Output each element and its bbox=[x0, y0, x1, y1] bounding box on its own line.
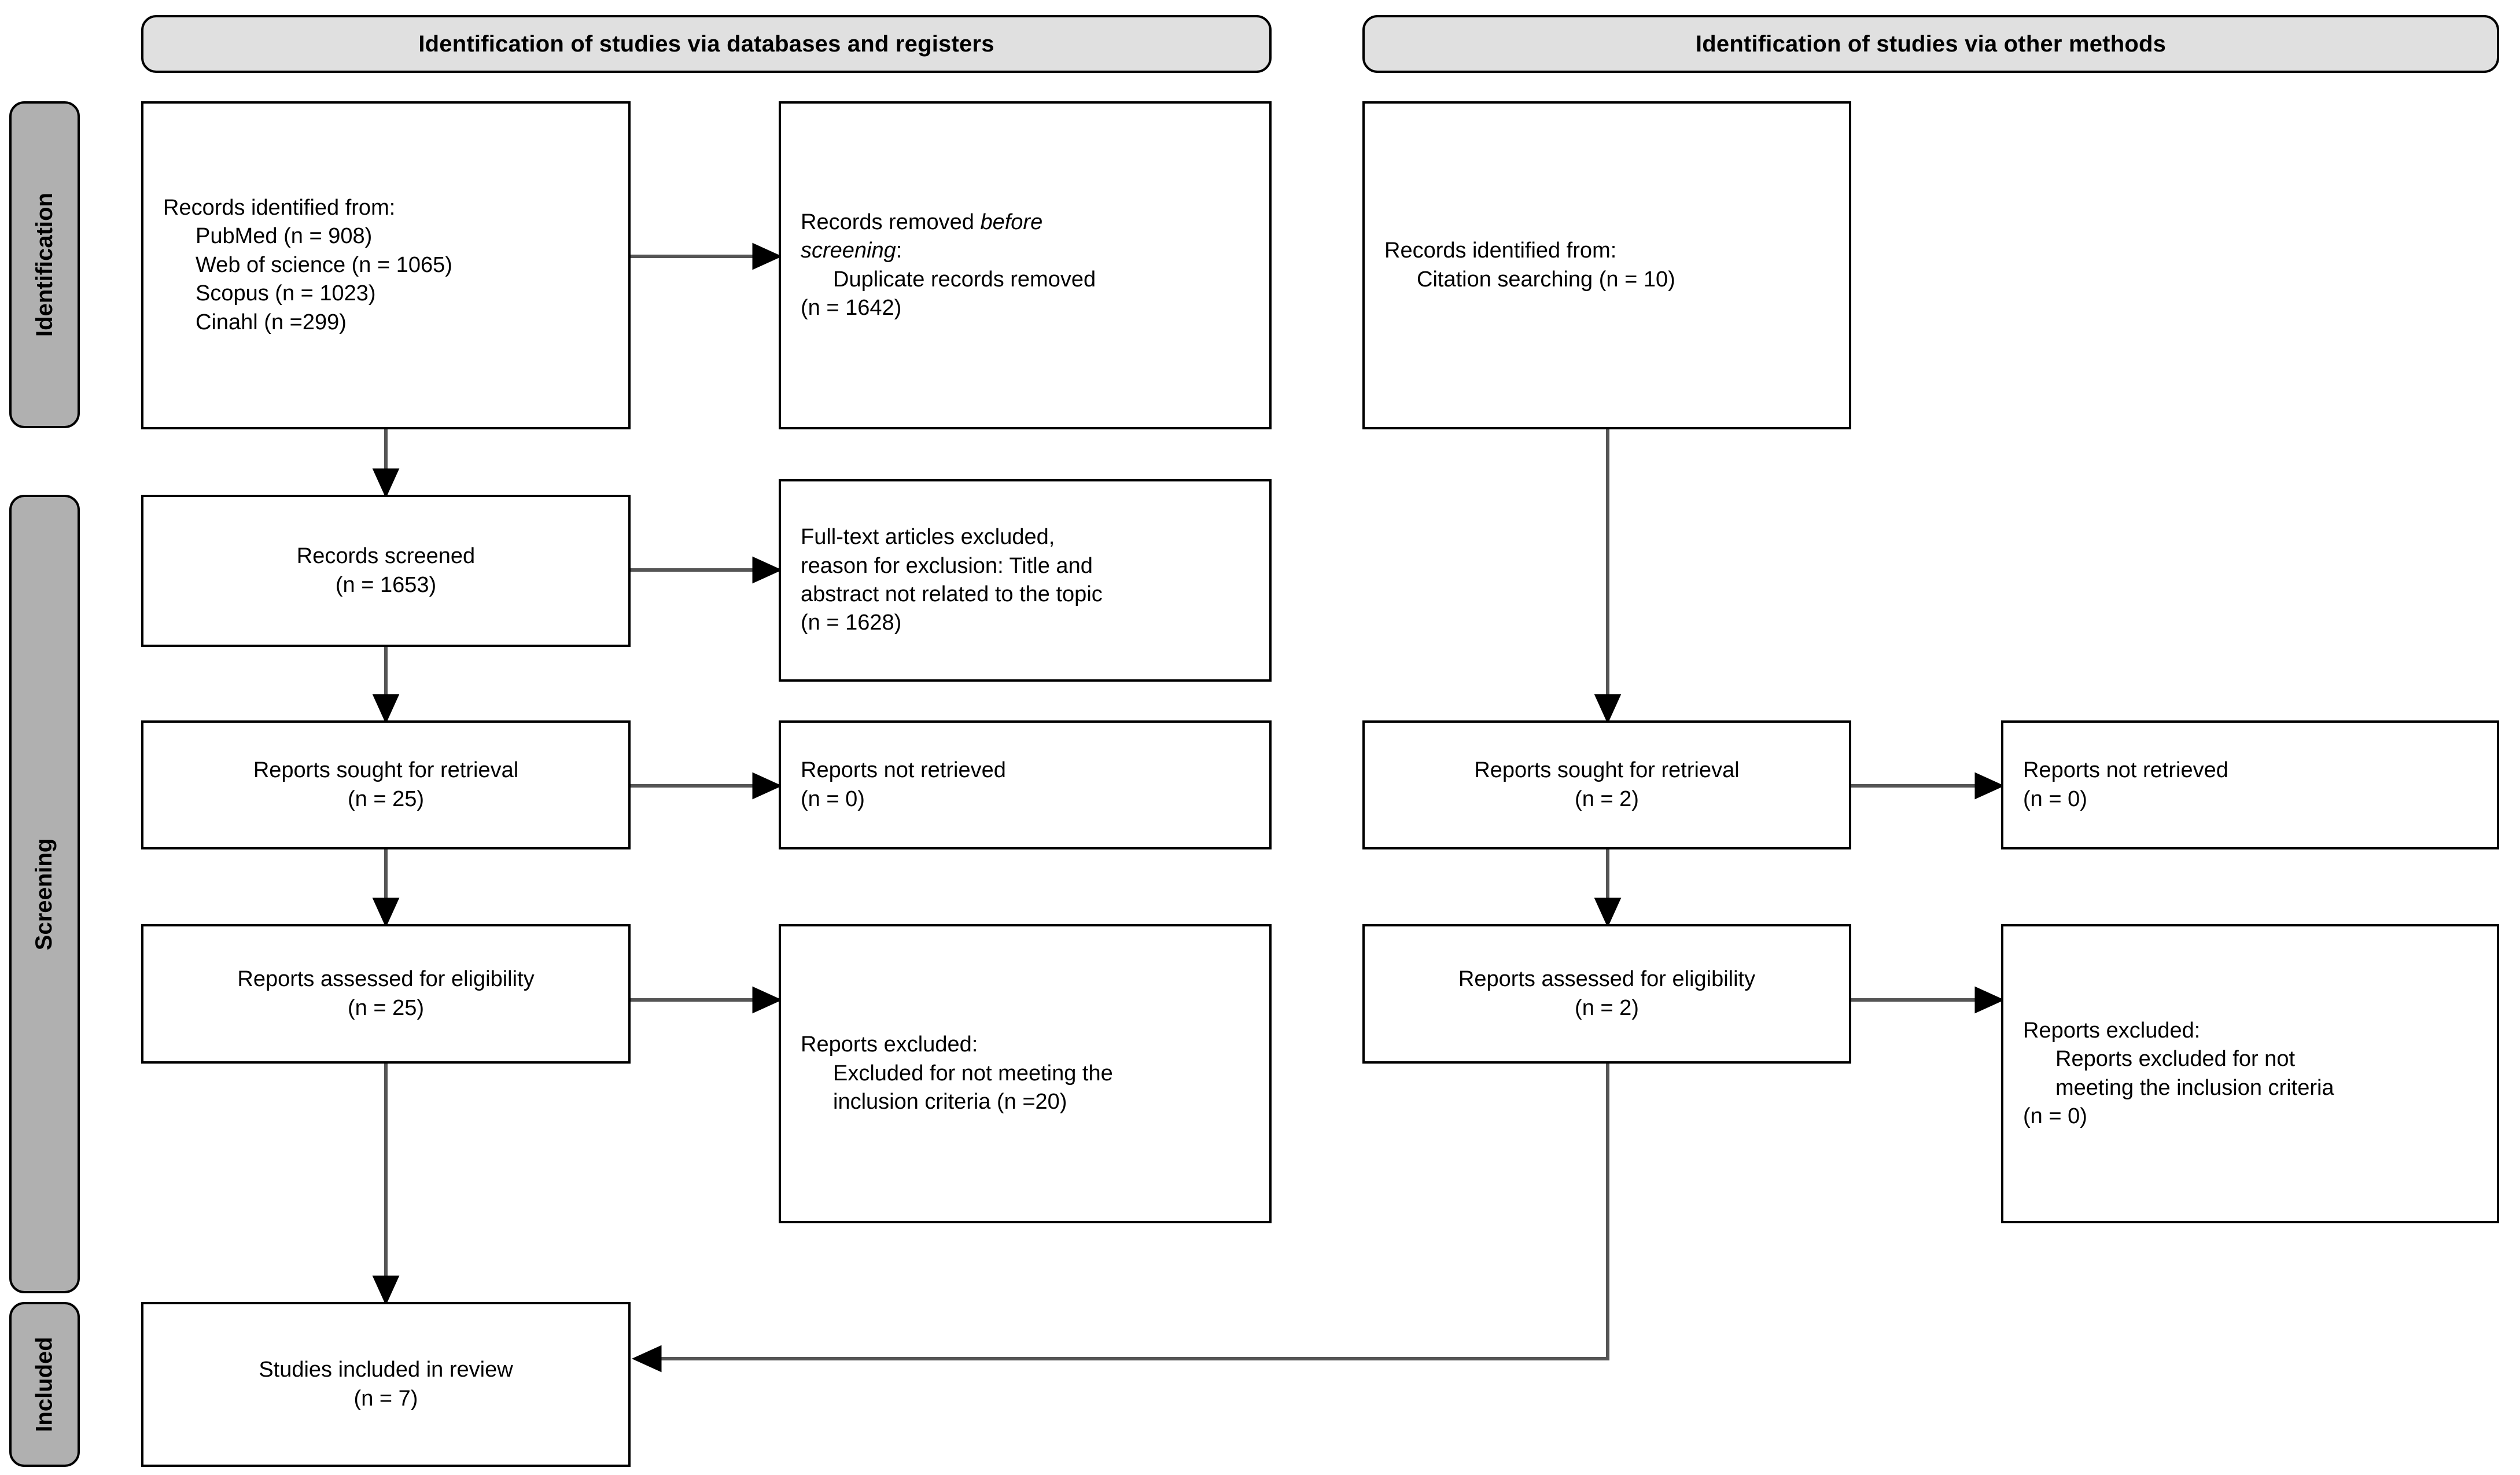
reports-excluded-db-title: Reports excluded: bbox=[801, 1032, 978, 1057]
node-reports-not-retrieved-databases: Reports not retrieved (n = 0) bbox=[779, 720, 1272, 849]
records-screened-label: Records screened bbox=[296, 544, 476, 569]
reports-sought-db-label: Reports sought for retrieval bbox=[253, 758, 519, 783]
fulltext-excluded-line-4: (n = 1628) bbox=[801, 610, 902, 635]
stage-tab-included: Included bbox=[9, 1302, 80, 1467]
node-reports-excluded-other: Reports excluded: Reports excluded for n… bbox=[2001, 924, 2499, 1223]
records-removed-line1-italic: before bbox=[980, 209, 1043, 234]
node-reports-not-retrieved-other: Reports not retrieved (n = 0) bbox=[2001, 720, 2499, 849]
stage-tab-included-label: Included bbox=[31, 1337, 57, 1432]
reports-excluded-other-title: Reports excluded: bbox=[2023, 1018, 2201, 1043]
stage-tab-screening-label: Screening bbox=[31, 838, 57, 950]
reports-excluded-db-item-2: inclusion criteria (n =20) bbox=[833, 1090, 1067, 1114]
records-identified-db-title: Records identified from: bbox=[163, 196, 396, 220]
reports-assessed-other-label: Reports assessed for eligibility bbox=[1458, 967, 1756, 992]
reports-assessed-db-count: (n = 25) bbox=[347, 995, 425, 1020]
banner-other-methods-label: Identification of studies via other meth… bbox=[1695, 31, 2167, 57]
reports-not-retrieved-db-label: Reports not retrieved bbox=[801, 758, 1006, 783]
reports-assessed-db-label: Reports assessed for eligibility bbox=[237, 967, 535, 992]
banner-databases-label: Identification of studies via databases … bbox=[418, 31, 994, 57]
reports-excluded-other-item-2: meeting the inclusion criteria bbox=[2055, 1075, 2334, 1100]
reports-not-retrieved-other-label: Reports not retrieved bbox=[2023, 758, 2228, 783]
records-identified-db-item-wos: Web of science (n = 1065) bbox=[196, 252, 452, 277]
records-identified-db-item-cinahl: Cinahl (n =299) bbox=[196, 310, 347, 334]
records-removed-line2-italic: screening bbox=[801, 238, 896, 263]
studies-included-count: (n = 7) bbox=[353, 1386, 418, 1411]
reports-sought-db-count: (n = 25) bbox=[347, 786, 425, 811]
node-records-identified-databases: Records identified from: PubMed (n = 908… bbox=[141, 101, 631, 429]
studies-included-label: Studies included in review bbox=[259, 1358, 513, 1382]
node-reports-sought-databases: Reports sought for retrieval (n = 25) bbox=[141, 720, 631, 849]
banner-other-methods: Identification of studies via other meth… bbox=[1362, 15, 2499, 73]
node-records-screened: Records screened (n = 1653) bbox=[141, 495, 631, 647]
records-removed-item-duplicates: Duplicate records removed bbox=[833, 267, 1096, 292]
node-records-removed-before-screening: Records removed before screening: Duplic… bbox=[779, 101, 1272, 429]
node-reports-assessed-other: Reports assessed for eligibility (n = 2) bbox=[1362, 924, 1851, 1064]
records-removed-line1-plain: Records removed bbox=[801, 209, 981, 234]
reports-sought-other-count: (n = 2) bbox=[1575, 786, 1639, 811]
stage-tab-identification-label: Identification bbox=[31, 193, 57, 337]
reports-excluded-db-item-1: Excluded for not meeting the bbox=[833, 1061, 1113, 1086]
records-identified-other-item-citation: Citation searching (n = 10) bbox=[1417, 267, 1675, 292]
reports-sought-other-label: Reports sought for retrieval bbox=[1474, 758, 1740, 783]
fulltext-excluded-line-2: reason for exclusion: Title and bbox=[801, 553, 1093, 578]
fulltext-excluded-line-3: abstract not related to the topic bbox=[801, 582, 1103, 606]
records-identified-db-item-pubmed: PubMed (n = 908) bbox=[196, 224, 373, 249]
reports-not-retrieved-other-count: (n = 0) bbox=[2023, 786, 2087, 811]
records-removed-line2: screening: bbox=[801, 237, 902, 265]
node-reports-assessed-databases: Reports assessed for eligibility (n = 25… bbox=[141, 924, 631, 1064]
records-removed-line2-plain: : bbox=[896, 238, 902, 263]
reports-not-retrieved-db-count: (n = 0) bbox=[801, 786, 865, 811]
node-studies-included-in-review: Studies included in review (n = 7) bbox=[141, 1302, 631, 1467]
records-identified-other-title: Records identified from: bbox=[1384, 238, 1617, 263]
records-screened-count: (n = 1653) bbox=[335, 572, 437, 597]
node-fulltext-articles-excluded: Full-text articles excluded, reason for … bbox=[779, 479, 1272, 682]
banner-databases-and-registers: Identification of studies via databases … bbox=[141, 15, 1272, 73]
records-removed-item-count: (n = 1642) bbox=[801, 295, 902, 320]
stage-tab-screening: Screening bbox=[9, 495, 80, 1293]
stage-tab-identification: Identification bbox=[9, 101, 80, 428]
reports-assessed-other-count: (n = 2) bbox=[1575, 995, 1639, 1020]
fulltext-excluded-line-1: Full-text articles excluded, bbox=[801, 525, 1055, 550]
reports-excluded-other-item-3: (n = 0) bbox=[2023, 1104, 2087, 1128]
records-identified-db-item-scopus: Scopus (n = 1023) bbox=[196, 281, 376, 306]
reports-excluded-other-item-1: Reports excluded for not bbox=[2055, 1047, 2296, 1072]
node-reports-excluded-databases: Reports excluded: Excluded for not meeti… bbox=[779, 924, 1272, 1223]
arrow-other-assessed-to-included bbox=[631, 1064, 1609, 1373]
records-removed-line1: Records removed before bbox=[801, 208, 1042, 237]
node-reports-sought-other: Reports sought for retrieval (n = 2) bbox=[1362, 720, 1851, 849]
node-records-identified-other: Records identified from: Citation search… bbox=[1362, 101, 1851, 429]
